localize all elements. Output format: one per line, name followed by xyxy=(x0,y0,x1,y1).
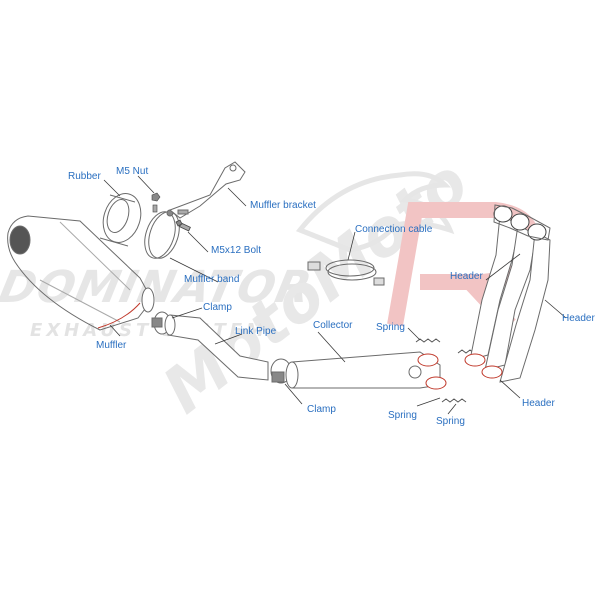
label-connection-cable: Connection cable xyxy=(355,224,433,235)
connection-cable-part xyxy=(307,259,385,286)
label-m5-nut: M5 Nut xyxy=(116,166,149,177)
label-header-1: Header xyxy=(450,271,483,282)
header-part xyxy=(464,204,551,383)
label-spring-1: Spring xyxy=(376,322,405,333)
leader-lines xyxy=(103,175,567,415)
label-link-pipe: Link Pipe xyxy=(235,326,277,337)
label-muffler-bracket: Muffler bracket xyxy=(250,200,316,211)
label-rubber: Rubber xyxy=(68,171,101,182)
label-clamp-1: Clamp xyxy=(203,302,232,313)
label-muffler-band: Muffler band xyxy=(184,274,240,285)
label-spring-3: Spring xyxy=(436,416,465,427)
label-m5x12-bolt: M5x12 Bolt xyxy=(211,245,262,256)
label-header-3: Header xyxy=(522,398,555,409)
muffler-part xyxy=(7,215,155,331)
label-muffler: Muffler xyxy=(96,340,127,351)
m5x12-bolt-part xyxy=(175,219,191,232)
watermark-bird-icon xyxy=(295,171,455,253)
label-spring-2: Spring xyxy=(388,410,417,421)
link-pipe-part xyxy=(164,314,269,381)
muffler-bracket-part xyxy=(169,161,246,219)
collector-part xyxy=(285,351,447,390)
label-collector: Collector xyxy=(313,320,353,331)
label-header-2: Header xyxy=(562,313,595,324)
label-clamp-2: Clamp xyxy=(307,404,336,415)
m5-nut-part xyxy=(151,192,161,213)
rubber-part xyxy=(99,193,142,247)
